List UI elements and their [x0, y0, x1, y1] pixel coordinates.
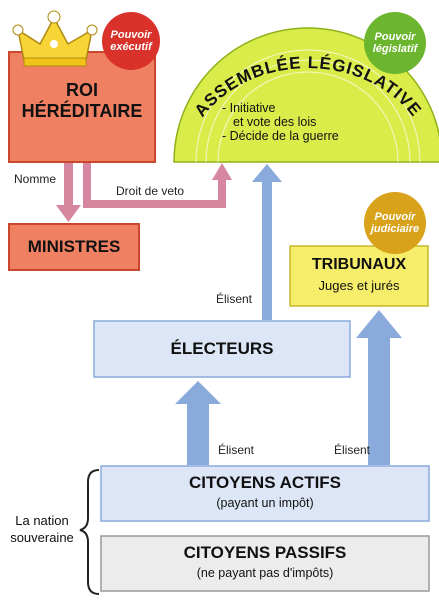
ministres-box [8, 223, 140, 271]
passifs-subtitle: (ne payant pas d'impôts) [196, 566, 334, 580]
electeurs-label: ÉLECTEURS [170, 339, 274, 358]
assemblee-item1-l1: - Initiative [222, 101, 276, 115]
badge-legislatif-l2: législatif [372, 43, 418, 55]
badge-legislatif-l1: Pouvoir [374, 31, 416, 43]
nation-label: La nation souveraine [0, 512, 84, 546]
tribunaux-title: TRIBUNAUX [311, 256, 407, 273]
electeurs-box [93, 320, 351, 378]
passifs-title: CITOYENS PASSIFS [183, 543, 347, 562]
assemblee-item2: - Décide de la guerre [222, 129, 339, 143]
assemblee-item1-l2: et vote des lois [233, 115, 317, 129]
veto-label: Droit de veto [116, 184, 185, 198]
nation-line1: La nation [15, 513, 69, 528]
badge-executif-l2: exécutif [110, 41, 152, 53]
crown-icon [12, 10, 98, 67]
badge-executif: Pouvoir exécutif [102, 12, 160, 70]
roi-line2: HÉRÉDITAIRE [21, 101, 143, 121]
actifs-box [100, 465, 430, 522]
ministres-label: MINISTRES [27, 237, 121, 256]
elisent-right-label: Élisent [334, 443, 371, 457]
badge-executif-l1: Pouvoir [110, 29, 152, 41]
roi-line1: ROI [65, 80, 98, 100]
passifs-box [100, 535, 430, 592]
badge-judiciaire-l2: judiciaire [370, 223, 420, 235]
tribunaux-box [289, 245, 429, 307]
actifs-subtitle: (payant un impôt) [216, 496, 314, 510]
badge-judiciaire-l1: Pouvoir [374, 211, 416, 223]
nomme-label: Nomme [14, 172, 57, 186]
roi-box [8, 51, 156, 163]
tribunaux-subtitle: Juges et jurés [318, 278, 400, 293]
assemblee-items: - Initiative et vote des lois - Décide d… [222, 101, 339, 143]
actifs-title: CITOYENS ACTIFS [188, 473, 342, 492]
elisent-left-label: Élisent [218, 443, 255, 457]
badge-judiciaire: Pouvoir judiciaire [364, 192, 426, 254]
roi-label: ROI HÉRÉDITAIRE [9, 80, 155, 122]
brace [79, 469, 100, 595]
badge-legislatif: Pouvoir législatif [364, 12, 426, 74]
nation-line2: souveraine [10, 530, 74, 545]
elisent-top-label: Élisent [216, 292, 253, 306]
